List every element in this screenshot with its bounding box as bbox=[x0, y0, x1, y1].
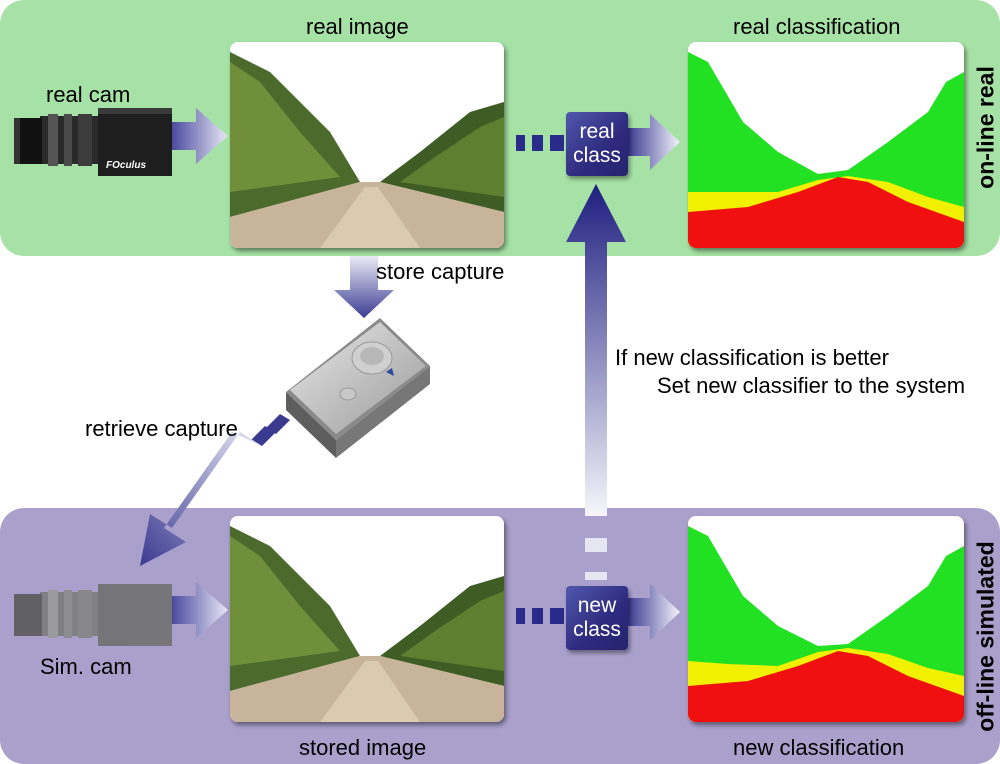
dashes-offline bbox=[516, 608, 564, 624]
stored-image-title: stored image bbox=[299, 735, 427, 760]
sim-camera-icon bbox=[14, 584, 172, 646]
real-classification-map bbox=[688, 42, 964, 248]
arrow-feedback-up bbox=[566, 184, 626, 516]
new-class-box: new class bbox=[566, 586, 628, 650]
arrow-retrieve-capture bbox=[140, 432, 262, 566]
arrow-cam-to-image-offline bbox=[172, 582, 228, 638]
arrow-cam-to-image-online bbox=[172, 108, 228, 164]
stored-image bbox=[230, 516, 504, 722]
feedback-dashes bbox=[585, 538, 607, 580]
real-classification-title: real classification bbox=[733, 14, 901, 39]
arrow-class-to-result-offline bbox=[628, 584, 680, 640]
real-cam-label: real cam bbox=[46, 82, 131, 107]
camera-brand-label: FOculus bbox=[106, 160, 146, 171]
real-class-box: real class bbox=[566, 112, 628, 176]
dashes-online bbox=[516, 135, 564, 151]
arrow-store-capture bbox=[334, 256, 394, 318]
feedback-line2: Set new classifier to the system bbox=[657, 373, 966, 398]
store-capture-label: store capture bbox=[376, 259, 505, 284]
real-camera-icon bbox=[14, 108, 172, 176]
new-class-line1: new bbox=[577, 594, 617, 617]
retrieve-capture-label: retrieve capture bbox=[85, 416, 238, 441]
real-class-line1: real bbox=[579, 120, 615, 143]
real-image-title: real image bbox=[306, 14, 409, 39]
retrieve-dashes bbox=[251, 414, 290, 446]
sim-cam-label: Sim. cam bbox=[40, 654, 132, 679]
online-side-label: on-line real bbox=[972, 66, 999, 189]
arrow-class-to-result-online bbox=[628, 114, 680, 170]
feedback-line1: If new classification is better bbox=[615, 345, 889, 370]
real-class-line2: class bbox=[573, 144, 621, 167]
new-classification-title: new classification bbox=[733, 735, 905, 760]
real-image bbox=[230, 42, 504, 248]
hard-drive-icon bbox=[286, 318, 430, 458]
new-class-line2: class bbox=[573, 618, 621, 641]
new-classification-map bbox=[688, 516, 964, 722]
offline-side-label: off-line simulated bbox=[972, 541, 999, 732]
